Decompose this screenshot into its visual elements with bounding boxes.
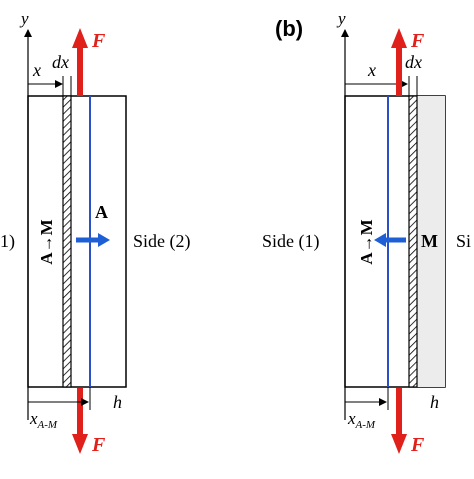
blue-arrowhead-a — [98, 233, 110, 247]
dx-label-b: dx — [405, 52, 422, 72]
blue-arrowhead-m — [374, 233, 386, 247]
x-label-a: x — [32, 60, 41, 80]
force-label-bottom-b: F — [410, 434, 425, 456]
panel-b: (b) y x dx F F A→M M Side (1) Si — [262, 9, 471, 456]
xam-label-b: xA-M — [347, 409, 376, 431]
force-arrowhead-top-b — [391, 28, 407, 48]
y-axis-label-a: y — [19, 9, 29, 28]
side-left-label-b: Side (1) — [262, 231, 320, 252]
y-axis-label-b: y — [336, 9, 346, 28]
side-left-label-a: 1) — [0, 231, 15, 252]
h-label-a: h — [113, 392, 122, 412]
force-label-bottom-a: F — [91, 434, 106, 456]
side-right-label-a: Side (2) — [133, 231, 191, 252]
x-label-b: x — [367, 60, 376, 80]
force-arrowhead-bottom-a — [72, 434, 88, 454]
xam-label-a: xA-M — [29, 409, 58, 431]
a-to-m-label-b: A→M — [357, 219, 376, 264]
force-arrowhead-top-a — [72, 28, 88, 48]
h-label-b: h — [430, 392, 439, 412]
dx-label-a: dx — [52, 52, 69, 72]
panel-tag-b: (b) — [275, 16, 303, 41]
force-label-top-a: F — [91, 30, 106, 52]
hatched-strip-a — [62, 95, 72, 388]
side-right-label-b: Si — [456, 231, 471, 251]
arrow-label-a: A — [95, 202, 108, 222]
shaded-region-b — [417, 96, 445, 387]
panel-a: y x dx F F A→M A 1) Side (2) h xA-M — [0, 9, 191, 456]
hatched-strip-b — [408, 95, 418, 388]
arrow-label-m: M — [421, 231, 438, 251]
force-arrowhead-bottom-b — [391, 434, 407, 454]
force-label-top-b: F — [410, 30, 425, 52]
a-to-m-label-a: A→M — [37, 219, 56, 264]
